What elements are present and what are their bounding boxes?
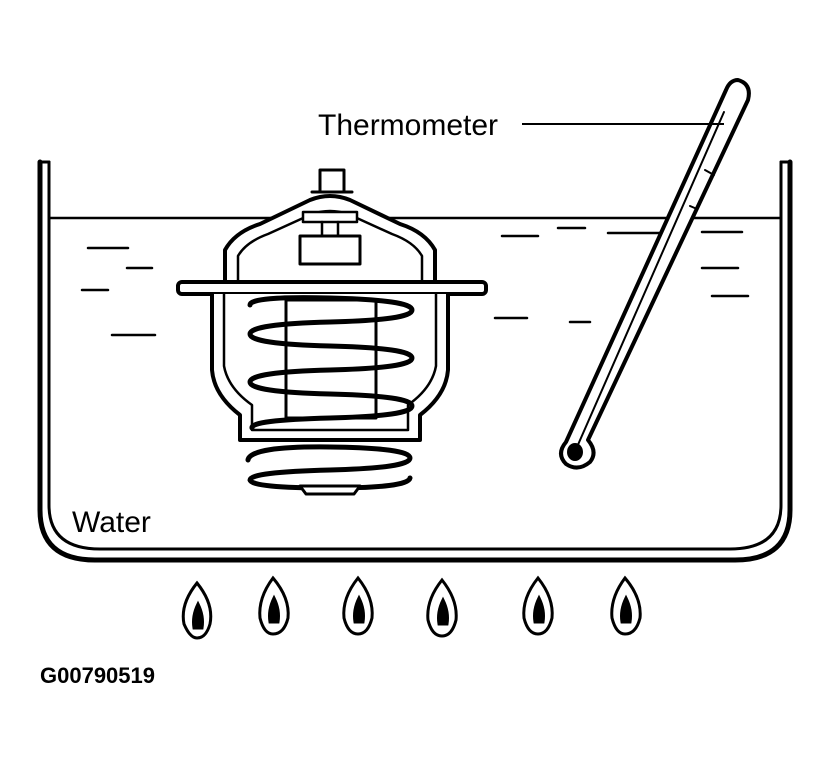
water-surface	[47, 216, 783, 337]
flame-icon	[181, 580, 213, 640]
thermostat	[176, 168, 488, 496]
thermometer	[559, 78, 751, 470]
flame-icon	[426, 577, 458, 638]
flame-icon	[258, 575, 290, 636]
thermometer-label: Thermometer	[318, 109, 498, 142]
water-container	[37, 159, 793, 563]
flame-icon	[610, 575, 642, 636]
thermometer-bulb	[567, 443, 583, 461]
water-label: Water	[72, 506, 151, 539]
flame-icon	[522, 575, 554, 636]
burner-flames	[181, 575, 642, 640]
figure-code: G00790519	[40, 663, 155, 688]
flame-icon	[342, 575, 374, 636]
